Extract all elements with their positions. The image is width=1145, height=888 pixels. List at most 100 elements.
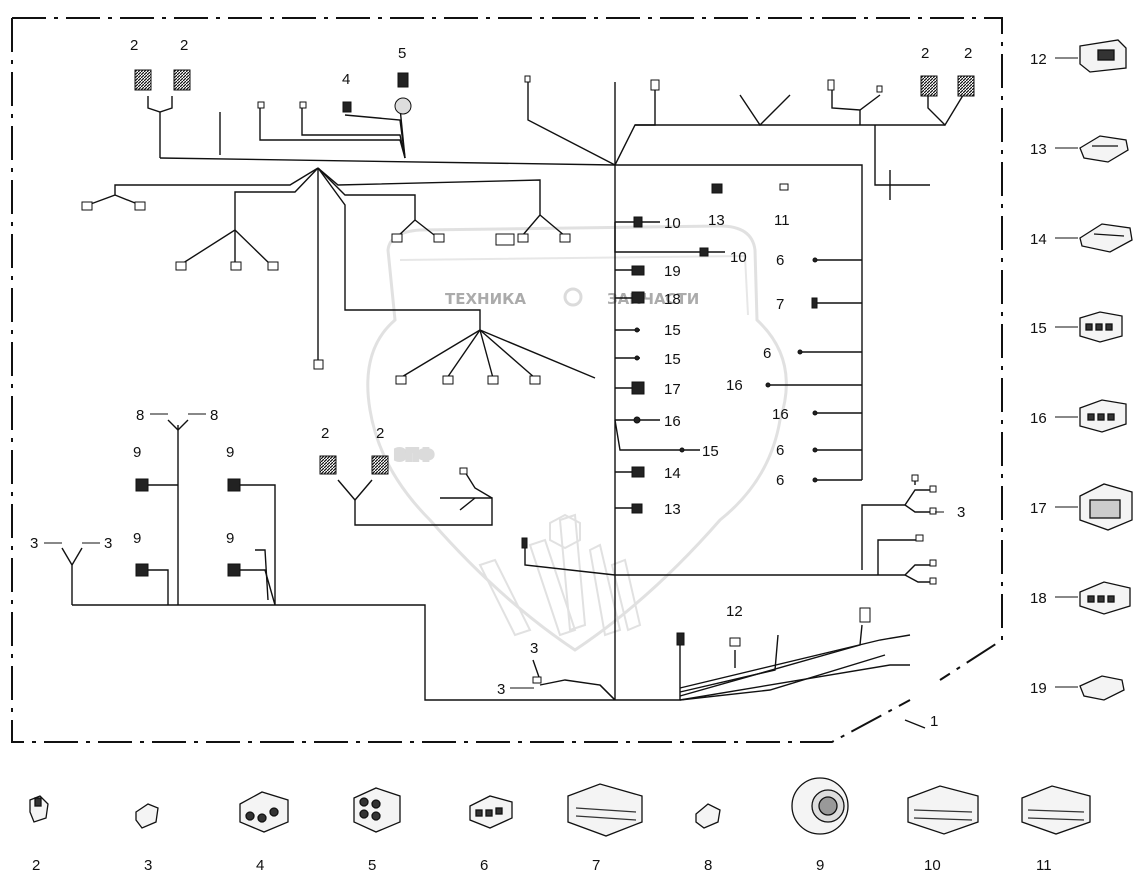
harness-frame — [11, 17, 1003, 743]
callout-connector-3: 3 — [30, 535, 38, 552]
callout-connector-15: 15 — [702, 443, 719, 460]
connector-14-icon — [1079, 223, 1133, 253]
connector-11-icon — [1021, 785, 1091, 835]
connector-icon — [631, 381, 645, 395]
relay-icon — [920, 75, 938, 97]
callout-connector-3: 3 — [104, 535, 112, 552]
callout-connector-6: 6 — [776, 442, 784, 459]
callout-relay: 2 — [376, 425, 384, 442]
connector-icon — [859, 607, 871, 623]
callout-connector-16: 16 — [726, 377, 743, 394]
callout-connector-5: 5 — [398, 45, 406, 62]
callout-connector-10: 10 — [730, 249, 747, 266]
connector-19-icon — [1079, 675, 1125, 701]
callout-connector-3: 3 — [957, 504, 965, 521]
connector-12-icon — [1079, 39, 1127, 73]
watermark-right-word: ЗАПЧАСТИ — [607, 290, 699, 308]
callout-connector-3: 3 — [530, 640, 538, 657]
callout-connector-14: 14 — [664, 465, 681, 482]
legend-label: 15 — [1030, 320, 1047, 337]
connector-10-icon — [907, 785, 979, 835]
legend-label: 3 — [144, 857, 152, 874]
watermark: ТЕХНИКА ЗАПЧАСТИ ЭПФ — [366, 224, 788, 652]
connector-icon — [779, 183, 789, 191]
callout-connector-13: 13 — [708, 212, 725, 229]
connector-icon — [631, 503, 643, 514]
callout-connector-16: 16 — [772, 406, 789, 423]
legend-label: 18 — [1030, 590, 1047, 607]
callout-connector-8: 8 — [210, 407, 218, 424]
wire-routes — [61, 82, 966, 729]
connector-13-icon — [1079, 135, 1129, 163]
connector-5-icon — [353, 787, 401, 833]
legend-leaders — [1055, 57, 1078, 688]
callout-relay: 2 — [964, 45, 972, 62]
callout-connector-6: 6 — [776, 472, 784, 489]
watermark-big-letters: ЭПФ — [395, 446, 434, 464]
gear-icon — [563, 287, 583, 307]
callout-connector-11: 11 — [774, 212, 790, 229]
callout-connector-19: 19 — [664, 263, 681, 280]
callout-connector-18: 18 — [664, 291, 681, 308]
plug-icon — [342, 101, 352, 113]
connector-9-icon — [791, 777, 849, 835]
callout-connector-9: 9 — [226, 530, 234, 547]
legend-label: 8 — [704, 857, 712, 874]
connector-8-icon — [695, 803, 721, 829]
legend-label: 6 — [480, 857, 488, 874]
connector-icon — [633, 216, 643, 228]
callout-connector-15: 15 — [664, 322, 681, 339]
relay-icon — [134, 69, 152, 91]
callout-connector-9: 9 — [226, 444, 234, 461]
legend-label: 7 — [592, 857, 600, 874]
callout-connector-3: 3 — [497, 681, 505, 698]
legend-label: 17 — [1030, 500, 1047, 517]
legend-right: 12 13 14 15 16 17 18 19 — [1030, 39, 1133, 701]
connector-3-icon — [135, 803, 159, 829]
connector-icon — [227, 563, 241, 577]
legend-label: 16 — [1030, 410, 1047, 427]
connector-icon — [699, 247, 709, 257]
callout-connector-9: 9 — [133, 444, 141, 461]
connector-icon — [495, 233, 515, 246]
callout-leaders — [44, 221, 944, 689]
plug-icon — [397, 72, 409, 88]
callout-connector-4: 4 — [342, 71, 350, 88]
connector-icon — [729, 637, 741, 647]
connector-16-icon — [1079, 399, 1127, 433]
callout-relay: 2 — [321, 425, 329, 442]
callout-labels: 2 2 2 2 2 2 4 5 13 11 10 10 19 18 15 15 … — [30, 37, 972, 730]
legend-label: 12 — [1030, 51, 1047, 68]
connector-icon — [631, 466, 645, 478]
wheat-icon — [478, 513, 642, 637]
legend-label: 2 — [32, 857, 40, 874]
connector-15-icon — [1079, 311, 1123, 343]
relay-icon — [319, 455, 337, 475]
relay-icon — [371, 455, 389, 475]
connector-icon — [711, 183, 723, 194]
connector-7-icon — [567, 783, 643, 837]
callout-connector-17: 17 — [664, 381, 681, 398]
callout-relay: 2 — [921, 45, 929, 62]
connector-icon — [631, 265, 645, 276]
wire-connectors — [81, 69, 975, 684]
connector-icon — [631, 291, 645, 304]
callout-connector-12: 12 — [726, 603, 743, 620]
grommet-icon — [394, 97, 412, 115]
legend-label: 19 — [1030, 680, 1047, 697]
callout-relay: 2 — [130, 37, 138, 54]
connector-icon — [676, 632, 685, 646]
legend-label: 10 — [924, 857, 941, 874]
connector-18-icon — [1079, 581, 1131, 615]
connector-icon — [227, 478, 241, 492]
connector-6-icon — [469, 795, 513, 829]
legend-label: 13 — [1030, 141, 1047, 158]
callout-connector-13: 13 — [664, 501, 681, 518]
watermark-left-word: ТЕХНИКА — [445, 290, 526, 308]
legend-label: 14 — [1030, 231, 1047, 248]
callout-relay: 2 — [180, 37, 188, 54]
callout-connector-15: 15 — [664, 351, 681, 368]
connector-icon — [135, 563, 149, 577]
